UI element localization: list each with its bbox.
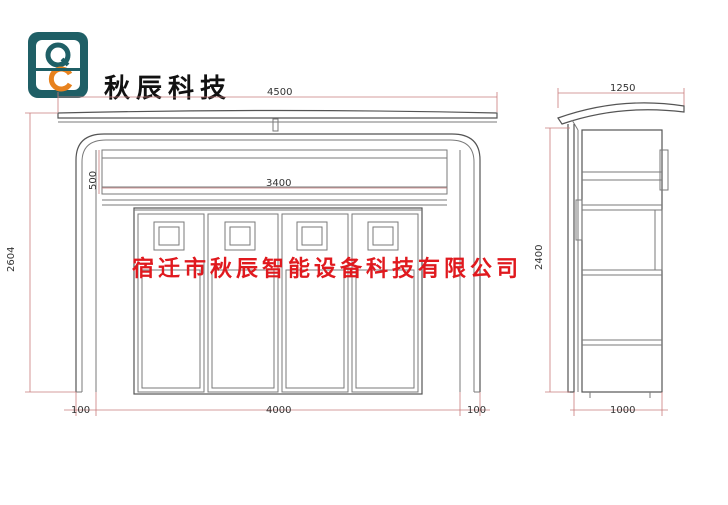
bin-3 — [281, 213, 349, 393]
dim-front-width: 4500 — [267, 87, 292, 98]
dim-bottom-right: 100 — [467, 405, 486, 416]
bin-2 — [207, 213, 279, 393]
company-name: 秋辰科技 — [104, 74, 232, 104]
dim-side-width: 1250 — [610, 83, 635, 94]
dim-side-bottom: 1000 — [610, 405, 635, 416]
dim-panel-width: 3400 — [266, 178, 291, 189]
dim-bottom-left: 100 — [71, 405, 90, 416]
dim-side-height: 2400 — [534, 245, 545, 270]
company-logo — [28, 32, 88, 98]
company-watermark: 宿迁市秋辰智能设备科技有限公司 — [132, 256, 522, 282]
dim-panel-height: 500 — [88, 171, 99, 190]
bin-4 — [351, 213, 419, 393]
bin-1 — [137, 213, 205, 393]
side-view: 1250 2400 1000 — [534, 83, 685, 416]
dim-front-height: 2604 — [6, 247, 17, 272]
front-view: 4500 3400 500 2604 — [6, 87, 498, 416]
dim-bottom-mid: 4000 — [266, 405, 291, 416]
